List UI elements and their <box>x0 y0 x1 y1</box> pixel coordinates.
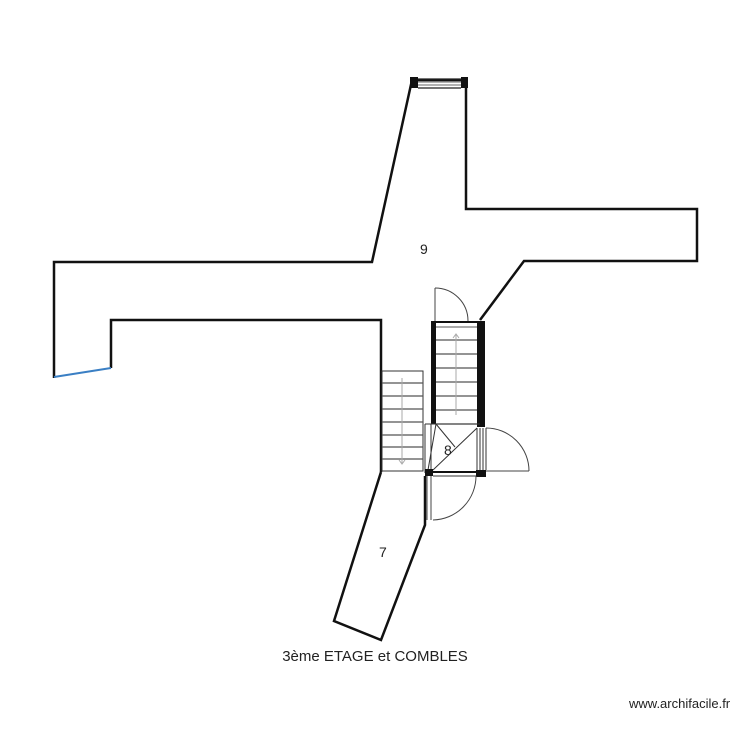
top-window <box>410 77 468 89</box>
door-right <box>476 427 530 472</box>
watermark-text: www.archifacile.fr <box>629 696 731 711</box>
room-8-walls <box>424 423 486 477</box>
room-label-9: 9 <box>420 241 428 257</box>
room-9-walls <box>52 78 699 472</box>
stair-left <box>381 370 424 472</box>
blue-window-line <box>53 367 112 378</box>
room-label-8: 8 <box>444 442 452 458</box>
stair-center <box>431 321 485 427</box>
door-room-7 <box>426 475 477 521</box>
room-7-walls <box>332 471 427 642</box>
room-label-7: 7 <box>379 544 387 560</box>
plan-title: 3ème ETAGE et COMBLES <box>282 648 468 665</box>
door-stair-top <box>434 287 469 322</box>
